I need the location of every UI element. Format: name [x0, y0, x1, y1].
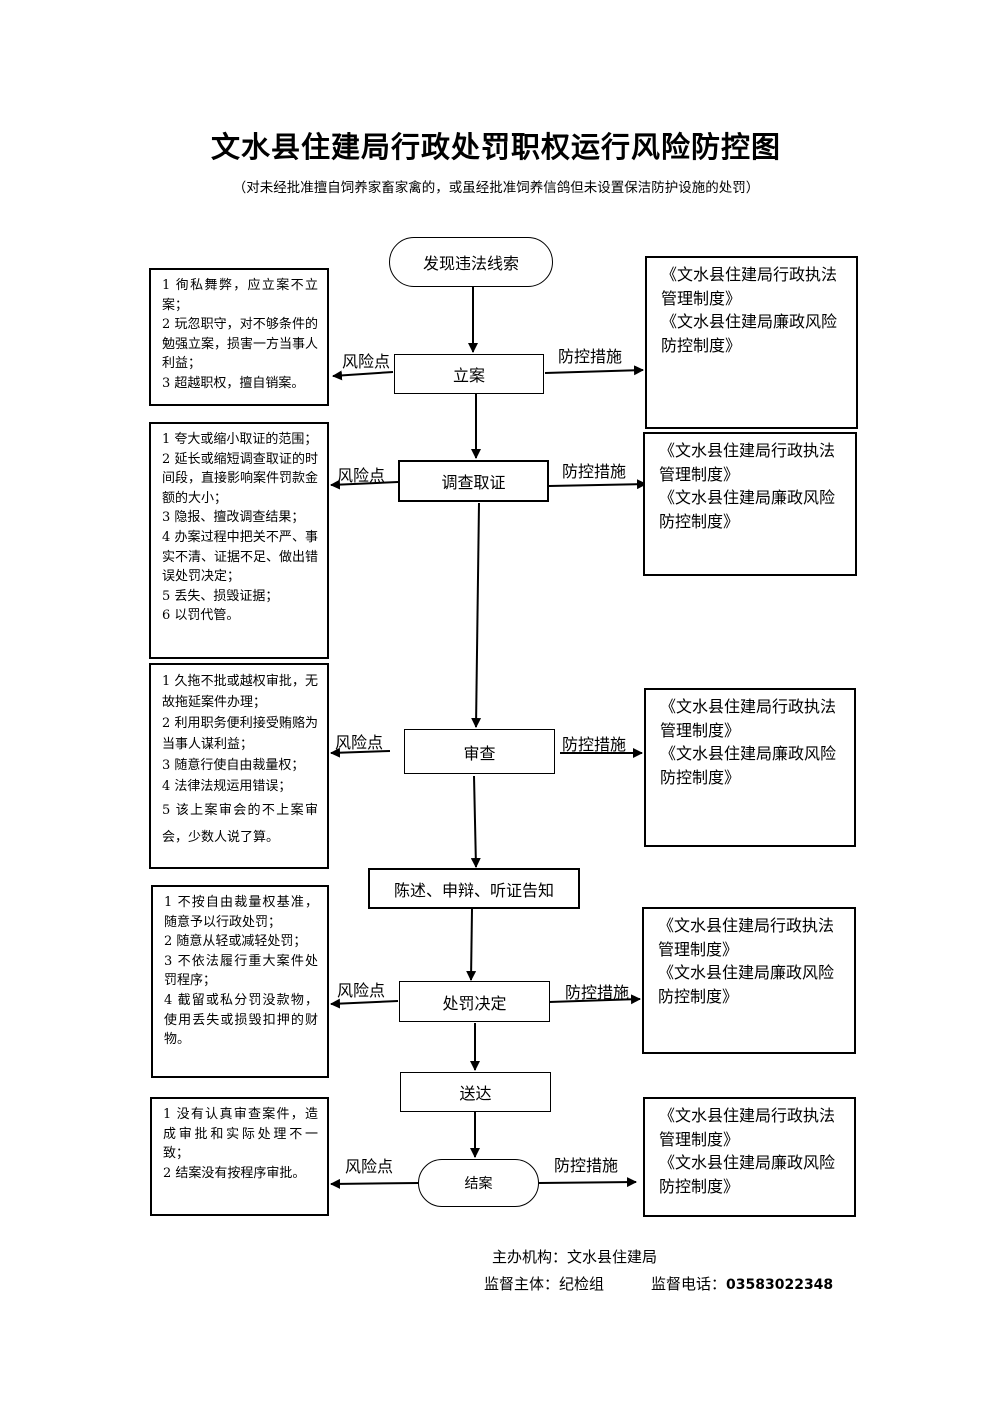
- control-item: 《文水县住建局行政执法管理制度》: [660, 697, 837, 740]
- footer-phone-label: 监督电话：: [651, 1275, 727, 1293]
- footer-organizer: 主办机构：文水县住建局: [492, 1248, 658, 1266]
- risk-item: 1 不按自由裁量权基准，随意予以行政处罚；: [164, 895, 318, 930]
- control-arrow-1: [544, 365, 644, 376]
- risk-arrow-1: [332, 370, 394, 381]
- control-item: 《文水县住建局廉政风险防控制度》: [660, 744, 837, 787]
- risk-label-3: 风险点: [335, 733, 384, 752]
- control-box-2: 《文水县住建局行政执法管理制度》 《文水县住建局廉政风险防控制度》: [643, 432, 857, 576]
- control-item: 《文水县住建局廉政风险防控制度》: [661, 312, 838, 355]
- control-item: 《文水县住建局行政执法管理制度》: [659, 441, 836, 484]
- risk-label-2: 风险点: [337, 466, 386, 485]
- risk-item: 4 办案过程中把关不严、事实不清、证据不足、做出错误处罚决定；: [162, 529, 319, 585]
- risk-arrow-3: [330, 747, 391, 758]
- flow-start: 发现违法线索: [389, 237, 553, 287]
- risk-arrow-4: [330, 998, 399, 1009]
- control-box-1: 《文水县住建局行政执法管理制度》 《文水县住建局廉政风险防控制度》: [645, 256, 858, 429]
- page-subtitle: （对未经批准擅自饲养家畜家禽的，或虽经批准饲养信鸽但未设置保洁防护设施的处罚）: [232, 180, 760, 196]
- arrow-step4-to-step5: [466, 908, 477, 981]
- risk-item: 1 久拖不批或越权审批，无故拖延案件办理；: [162, 674, 318, 710]
- flow-end: 结案: [418, 1159, 539, 1207]
- flow-step-5: 处罚决定: [399, 981, 550, 1022]
- control-label-1: 防控措施: [558, 347, 623, 366]
- risk-item: 5 丢失、损毁证据；: [162, 588, 279, 604]
- control-box-3: 《文水县住建局行政执法管理制度》 《文水县住建局廉政风险防控制度》: [644, 688, 856, 847]
- footer-phone-number: 03583022348: [726, 1277, 834, 1293]
- flow-step-6: 送达: [400, 1072, 551, 1112]
- risk-label-5: 风险点: [345, 1157, 394, 1176]
- control-item: 《文水县住建局廉政风险防控制度》: [659, 488, 836, 531]
- control-item: 《文水县住建局行政执法管理制度》: [659, 1106, 836, 1149]
- risk-item: 6 以罚代管。: [162, 608, 240, 624]
- flow-step-4: 陈述、申辩、听证告知: [368, 868, 580, 909]
- risk-arrow-5: [330, 1178, 420, 1189]
- risk-item: 3 随意行使自由裁量权；: [162, 758, 305, 773]
- footer-supervisor: 监督主体：纪检组: [484, 1275, 605, 1293]
- risk-box-1: 1 徇私舞弊，应立案不立案； 2 玩忽职守，对不够条件的勉强立案，损害一方当事人…: [149, 268, 329, 406]
- control-label-5: 防控措施: [554, 1156, 619, 1175]
- control-box-5: 《文水县住建局行政执法管理制度》 《文水县住建局廉政风险防控制度》: [643, 1097, 856, 1217]
- risk-item: 2 随意从轻或减轻处罚；: [164, 934, 307, 950]
- flow-step-1: 立案: [394, 354, 544, 394]
- risk-box-5: 1 没有认真审查案件，造成审批和实际处理不一致； 2 结案没有按程序审批。: [150, 1097, 329, 1216]
- page-title: 文水县住建局行政处罚职权运行风险防控图: [210, 130, 781, 164]
- risk-item: 1 徇私舞弊，应立案不立案；: [162, 278, 318, 313]
- control-item: 《文水县住建局行政执法管理制度》: [658, 916, 835, 959]
- control-arrow-2: [548, 479, 647, 490]
- risk-item: 2 延长或缩短调查取证的时间段，直接影响案件罚款金额的大小；: [162, 451, 319, 506]
- risk-item: 3 隐报、擅改调查结果；: [162, 510, 305, 526]
- control-label-4: 防控措施: [565, 983, 630, 1002]
- risk-box-4: 1 不按自由裁量权基准，随意予以行政处罚； 2 随意从轻或减轻处罚； 3 不依法…: [151, 885, 329, 1078]
- risk-box-2: 1 夸大或缩小取证的范围； 2 延长或缩短调查取证的时间段，直接影响案件罚款金额…: [149, 422, 329, 659]
- flow-step-3: 审查: [404, 729, 555, 774]
- control-arrow-5: [538, 1177, 637, 1188]
- risk-arrow-2: [330, 479, 399, 490]
- flow-step-2: 调查取证: [398, 460, 549, 502]
- arrow-step2-to-step3: [471, 502, 482, 728]
- control-label-2: 防控措施: [562, 462, 627, 481]
- risk-item: 1 夸大或缩小取证的范围；: [162, 432, 318, 447]
- control-label-3: 防控措施: [562, 735, 627, 754]
- risk-item: 2 结案没有按程序审批。: [163, 1165, 306, 1181]
- risk-item: 4 法律法规运用错误；: [162, 779, 292, 794]
- control-item: 《文水县住建局行政执法管理制度》: [661, 265, 838, 308]
- risk-label-4: 风险点: [337, 981, 386, 1000]
- control-item: 《文水县住建局廉政风险防控制度》: [658, 963, 835, 1006]
- risk-box-3: 1 久拖不批或越权审批，无故拖延案件办理； 2 利用职务便利接受贿赂为当事人谋利…: [149, 663, 329, 869]
- risk-item: 2 玩忽职守，对不够条件的勉强立案，损害一方当事人利益；: [162, 317, 319, 372]
- risk-item: 3 超越职权，擅自销案。: [162, 375, 305, 391]
- risk-item: 5 该上案审会的不上案审会，少数人说了算。: [162, 803, 318, 845]
- control-arrow-4: [548, 994, 641, 1005]
- risk-item: 2 利用职务便利接受贿赂为当事人谋利益；: [162, 716, 318, 752]
- control-item: 《文水县住建局廉政风险防控制度》: [659, 1153, 836, 1196]
- risk-item: 1 没有认真审查案件，造成审批和实际处理不一致；: [163, 1107, 318, 1162]
- arrow-step3-to-step4: [470, 775, 481, 868]
- risk-label-1: 风险点: [342, 352, 391, 371]
- footer-phone: 监督电话：03583022348: [651, 1273, 833, 1294]
- risk-item: 4 截留或私分罚没款物，使用丢失或损毁扣押的财物。: [164, 992, 318, 1048]
- risk-item: 3 不依法履行重大案件处罚程序；: [164, 953, 318, 989]
- control-box-4: 《文水县住建局行政执法管理制度》 《文水县住建局廉政风险防控制度》: [642, 907, 856, 1054]
